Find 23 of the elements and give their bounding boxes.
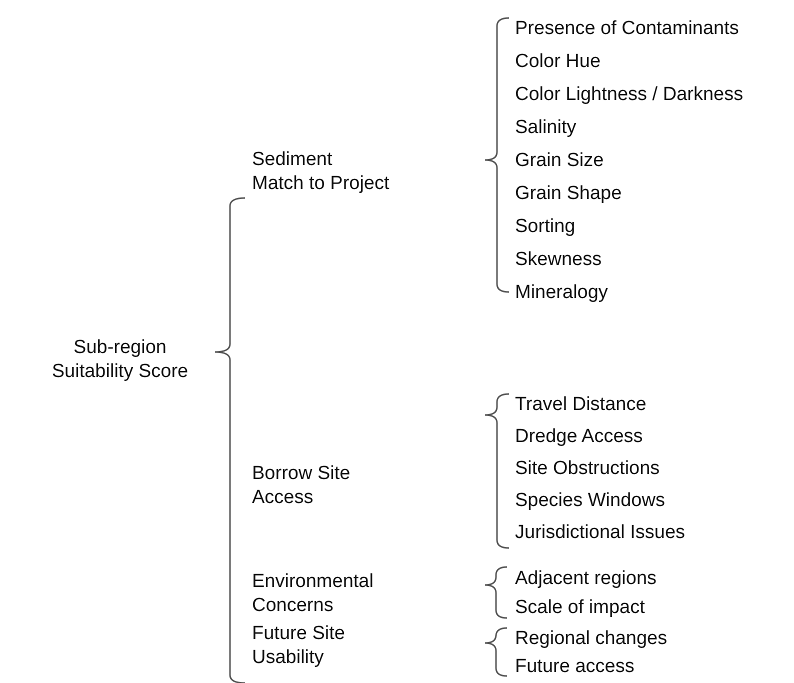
- label-text: Scale of impact: [515, 596, 645, 620]
- label-text: Site Obstructions: [515, 457, 660, 481]
- label-text: Regional changes: [515, 627, 668, 651]
- label-text: Future Site Usability: [252, 622, 345, 670]
- label-text: Color Lightness / Darkness: [515, 83, 744, 107]
- label-text: Sub-region Suitability Score: [50, 336, 190, 384]
- label-text: Skewness: [515, 248, 602, 272]
- label-text: Color Hue: [515, 50, 601, 74]
- label-text: Travel Distance: [515, 393, 646, 417]
- label-text: Adjacent regions: [515, 567, 657, 591]
- label-text: Jurisdictional Issues: [515, 521, 686, 545]
- label-text: Grain Size: [515, 149, 604, 173]
- label-text: Mineralogy: [515, 281, 608, 305]
- label-text: Grain Shape: [515, 182, 622, 206]
- label-text: Dredge Access: [515, 425, 643, 449]
- label-text: Species Windows: [515, 489, 665, 513]
- label-text: Sorting: [515, 215, 576, 239]
- label-text: Future access: [515, 655, 634, 679]
- label-text: Sediment Match to Project: [252, 148, 390, 196]
- label-text: Environmental Concerns: [252, 570, 374, 618]
- label-text: Salinity: [515, 116, 576, 140]
- label-text: Presence of Contaminants: [515, 17, 739, 41]
- label-text: Borrow Site Access: [252, 462, 350, 510]
